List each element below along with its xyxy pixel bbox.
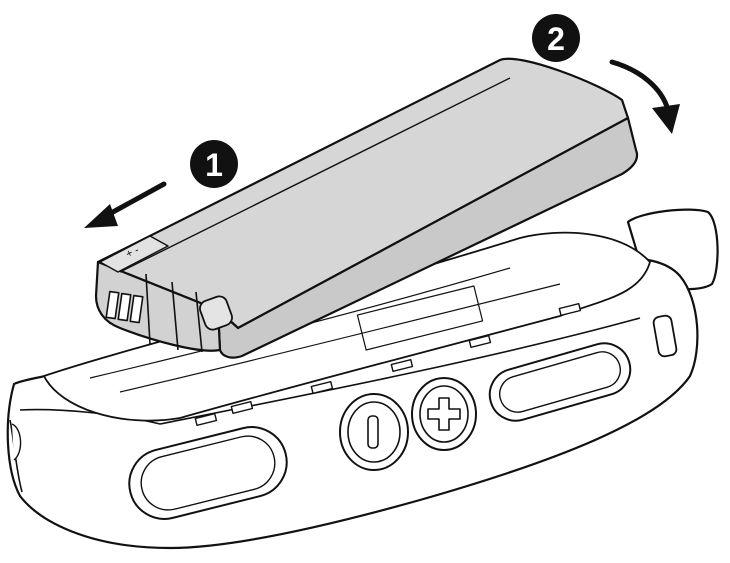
battery-top-face: [96, 57, 630, 330]
compartment-latches: [194, 302, 582, 427]
battery-end-ridge-1: [145, 273, 151, 345]
radio-front-face: [19, 317, 641, 425]
battery-end-ridge-3: [195, 291, 203, 353]
step-2-badge: 2: [532, 14, 580, 62]
battery-end-face: [94, 260, 222, 352]
step-2-number: 2: [547, 21, 565, 57]
battery-top-edge: [119, 77, 511, 273]
battery-latch: [199, 295, 233, 331]
step-1-number: 1: [205, 147, 223, 183]
battery-pack: + -: [94, 57, 639, 359]
volume-down-button: [339, 393, 409, 471]
side-slot-right: [488, 342, 632, 422]
side-slot-left-inner: [140, 435, 276, 511]
step-1-badge: 1: [190, 140, 238, 188]
accessory-jack: [652, 314, 678, 358]
battery-contacts: [105, 290, 144, 324]
rotate-arrow: [609, 59, 680, 134]
volume-up-button: [411, 377, 477, 451]
slide-arrow: [84, 181, 167, 228]
side-slot-right-inner: [499, 351, 621, 413]
side-slot-left: [128, 426, 288, 520]
radio-body: [6, 208, 719, 550]
compartment-label-area: [356, 285, 484, 351]
battery-front-face: [216, 116, 639, 359]
battery-end-ridge-2: [171, 281, 179, 351]
battery-terminal-marks: + -: [124, 244, 141, 261]
side-notch: [11, 423, 22, 461]
battery-mark-plate: [99, 235, 169, 273]
